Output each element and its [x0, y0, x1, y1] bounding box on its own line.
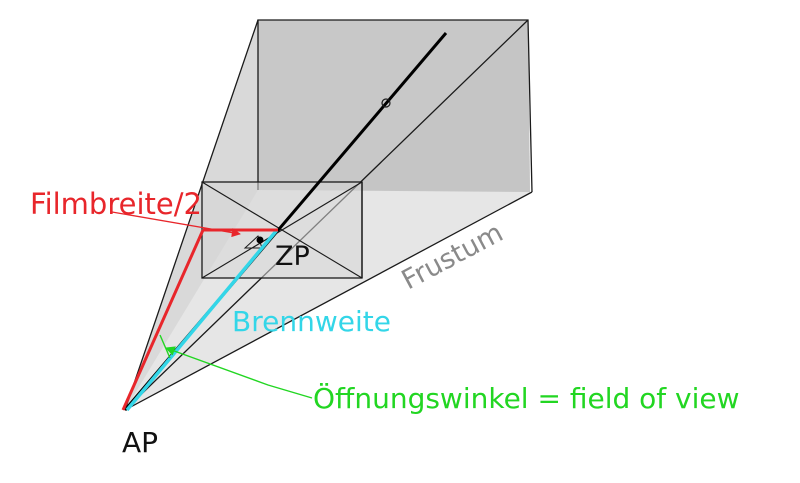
- oeffnungswinkel-tick: [159, 334, 171, 359]
- near-plane-diagonal-2: [201, 181, 363, 279]
- zp-label: ZP: [275, 241, 310, 272]
- filmbreite-lines: [111, 211, 278, 411]
- frustum-far-plane: [258, 20, 530, 192]
- brennweite-line: [125, 228, 279, 412]
- edge-bottom-right: [124, 191, 533, 411]
- zp-point: [256, 236, 264, 244]
- filmbreite-pointer: [111, 211, 241, 238]
- edge-top-left: [124, 19, 259, 411]
- filmbreite-ray: [121, 229, 205, 411]
- brennweite-label: Brennweite: [232, 305, 391, 338]
- filmbreite-label: Filmbreite/2: [30, 187, 202, 221]
- oeffnungswinkel-pointer: [165, 346, 313, 399]
- far-plane-center-marker: [381, 98, 391, 108]
- ap-label: AP: [122, 426, 158, 459]
- far-plane-outline: [257, 19, 533, 193]
- oeffnungswinkel-label: Öffnungswinkel = field of view: [313, 381, 740, 415]
